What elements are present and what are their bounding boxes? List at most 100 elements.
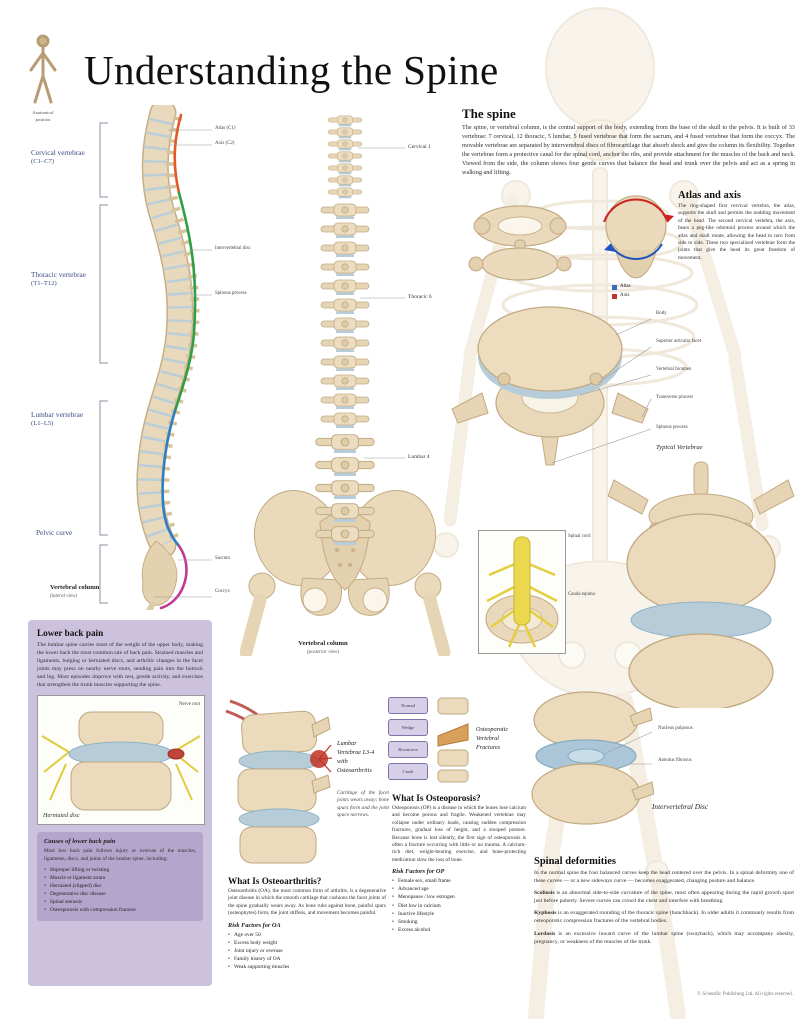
op-box-normal: Normal [388,697,428,714]
op-body: Osteoporosis (OP) is a disease in which … [392,805,526,863]
label-cervical-range: (C1–C7) [31,158,55,165]
op-bullet: Inactive lifestyle [392,910,526,918]
op-bullet: Female sex, small frame [392,877,526,885]
op-bullet: Excess alcohol [392,926,526,934]
lateral-caption-sub: (lateral view) [50,594,78,599]
deformity-scoliosis: Scoliosis is an abnormal side-to-side cu… [534,889,794,905]
legend-axis: Axis [612,293,631,299]
disc-pointer-nucleus: Nucleus pulposus [658,726,693,731]
typical-pointer-facet: Superior articular facet [656,339,702,344]
oa-label-line: Lumbar [337,740,357,747]
intervertebral-disc-label: Intervertebral Disc [652,802,709,811]
deformity-text: is an abnormal side-to-side curvature of… [534,890,795,905]
oa-bullet: Joint injury or overuse [228,947,386,955]
label-pelvic-curve: Pelvic curve [36,528,73,537]
label-lumbar-vertebrae: Lumbar vertebrae [31,410,84,419]
op-label-line: Vertebral [476,735,500,742]
causes-bullet: Osteoporosis with compression fracture [44,906,196,914]
deformity-term: Kyphosis [534,910,557,917]
op-fracture-illustration [437,697,469,783]
label-lumbar-range: (L1–L5) [31,420,54,427]
deformity-lordosis: Lordosis is an excessive inward curve of… [534,930,794,946]
deformity-term: Scoliosis [534,890,555,897]
op-bullet: Menopause / low estrogen [392,893,526,901]
nerve-root-label: Nerve root [178,701,200,707]
deformities-intro: In the normal spine the four balanced cu… [534,870,794,885]
oa-bullet: Age over 50 [228,931,386,939]
deformity-text: is an excessive inward curve of the lumb… [534,930,795,945]
typical-pointer-transverse: Transverse process [656,395,694,400]
legend-axis-label: Axis [620,293,630,299]
oa-heading: What Is Osteoarthritis? [228,876,322,886]
posterior-spine-illustration [240,115,451,656]
typical-vertebra-illustration [451,306,652,466]
op-box-wedge: Wedge [388,719,428,736]
label-cervical-vertebrae: Cervical vertebrae [31,148,85,157]
posterior-label-thoracic6: Thoracic 6 [408,294,432,300]
typical-pointer-spinous: Spinous process [656,425,688,430]
page-title: Understanding the Spine [84,47,499,93]
lower-back-pain-heading: Lower back pain [37,628,104,638]
lateral-pointer-spinous: Spinous process [215,291,247,296]
causes-bullet: Degenerative disc disease [44,890,196,898]
causes-subpanel: Causes of lower back pain Most low back … [37,831,203,921]
lateral-pointer-coccyx: Coccyx [215,589,230,594]
typical-vertebrae-label: Typical Vertebrae [656,444,703,451]
figure-caption-line1: Anatomical [32,110,54,115]
lateral-pointer-axis: Axis (C2) [215,141,235,146]
typical-pointer-body: Body [656,311,667,316]
spinal-cord-box [478,530,566,654]
label-thoracic-range: (T1–T12) [31,280,57,287]
copyright-text: © Scientific Publishing Ltd. All rights … [697,992,793,997]
legend-atlas: Atlas [612,284,631,290]
op-heading: What Is Osteoporosis? [392,793,481,803]
op-box-biconcave: Biconcave [388,741,428,758]
lower-back-pain-panel: Lower back pain The lumbar spine carries… [28,620,212,986]
oa-label-line: with [337,758,348,765]
typical-pointer-foramen: Vertebral foramen [656,367,692,372]
oa-bullet: Excess body weight [228,939,386,947]
intervertebral-disc-illustration [531,691,654,825]
disc-pointer-annulus: Annulus fibrosus [658,758,692,763]
herniated-disc-box: Nerve root Herniated disc [37,694,205,825]
the-spine-body: The spine, or vertebral column, is the c… [462,124,795,176]
oa-label-line: Vertebrae L3-4 [337,749,375,756]
atlas-axis-illustration [468,205,572,281]
oa-label-line: Osteoarthritis [337,767,372,774]
lower-back-pain-body: The lumbar spine carries most of the wei… [37,642,203,689]
skull-rotation-illustration [603,195,674,279]
causes-heading: Causes of lower back pain [44,837,116,845]
deformity-term: Lordosis [534,930,556,937]
op-bullet: Diet low in calcium [392,902,526,910]
causes-bullet: Improper lifting or twisting [44,866,196,874]
causes-bullet: Muscle or ligament strain [44,874,196,882]
oa-caption: Cartilage of the facet joints wears away… [337,790,389,819]
posterior-label-lumbar4: Lumbar 4 [408,454,430,460]
posterior-caption-sub: (posterior view) [306,650,340,655]
posterolateral-vertebra-illustration [607,461,795,708]
lateral-pointer-disc: Intervertebral disc [215,246,251,251]
oa-bullet: Weak supporting muscles [228,963,386,971]
figure-caption-line2: position [35,117,51,122]
oa-bullet: Family history of OA [228,955,386,963]
op-label-line: Osteoporotic [476,726,509,733]
anatomical-figure-icon [29,34,57,104]
label-thoracic-vertebrae: Thoracic vertebrae [31,270,86,279]
posterior-label-cervical1: Cervical 1 [408,144,431,150]
atlas-axis-heading: Atlas and axis [678,190,742,201]
herniated-disc-caption: Herniated disc [43,811,80,819]
section-the-spine: The spine The spine, or vertebral column… [462,106,795,178]
atlas-color-swatch [612,284,617,290]
causes-bullet: Herniated (slipped) disc [44,882,196,890]
section-atlas-axis: Atlas and axis The ring-shaped first cer… [678,190,795,262]
deformity-text: is an exaggerated rounding of the thorac… [534,910,794,925]
section-osteoarthritis: What Is Osteoarthritis? Osteoarthritis (… [228,876,386,971]
op-bullet: Smoking [392,918,526,926]
causes-bullet-list: Improper lifting or twisting Muscle or l… [44,866,196,915]
causes-bullet: Spinal stenosis [44,898,196,906]
osteoarthritis-illustration [225,699,332,864]
posterior-caption: Vertebral column [298,640,348,647]
op-label-line: Fractures [476,744,501,751]
lateral-pointer-atlas: Atlas (C1) [215,126,236,131]
